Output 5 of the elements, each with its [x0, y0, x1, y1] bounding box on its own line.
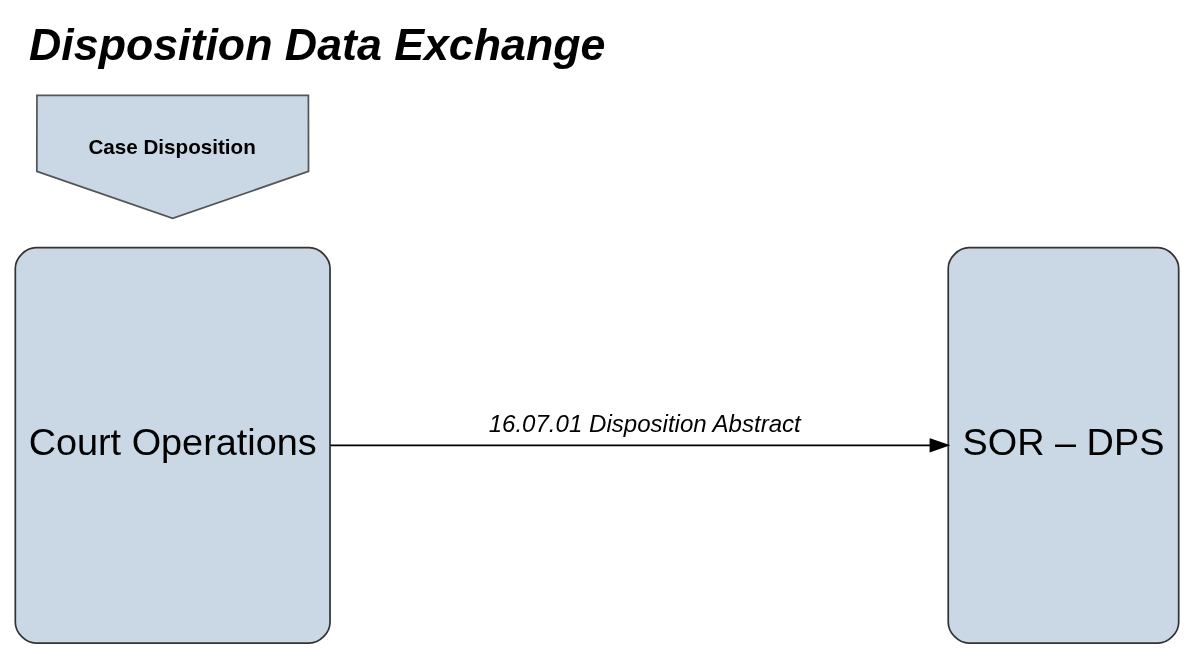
node-box: Court Operations	[14, 246, 331, 644]
edge-label: 16.07.01 Disposition Abstract	[488, 409, 801, 437]
diagram-title: Disposition Data Exchange	[29, 19, 606, 69]
arrow	[329, 438, 951, 453]
node-box: SOR – DPS	[947, 246, 1180, 644]
